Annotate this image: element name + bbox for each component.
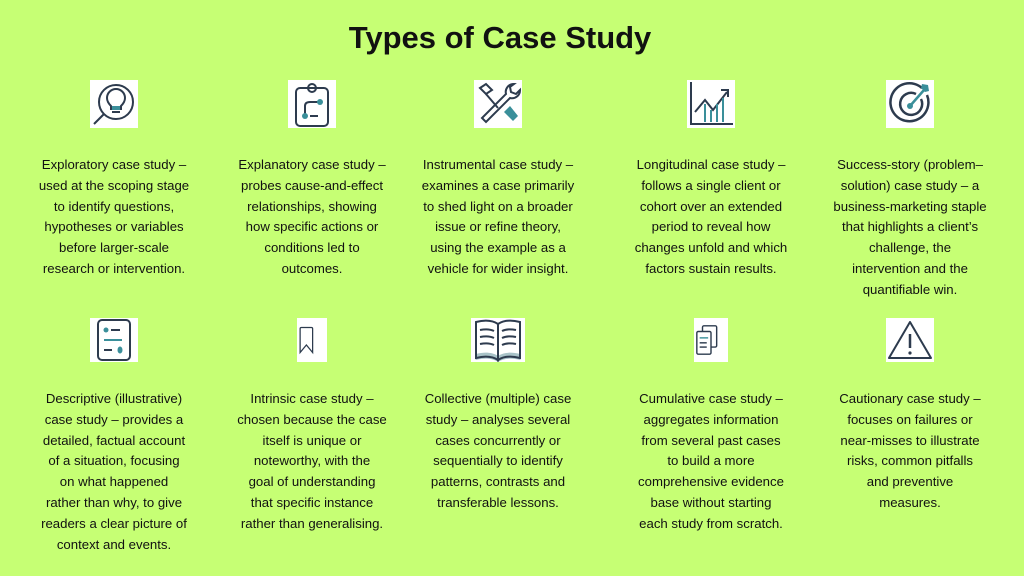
card-description: Success-story (problem– solution) case s…: [833, 157, 987, 297]
card-description: Cautionary case study – focuses on failu…: [839, 391, 981, 510]
card-cautionary: Cautionary case study – focuses on failu…: [810, 318, 1010, 514]
card-description: Exploratory case study – used at the sco…: [38, 157, 190, 276]
checklist-icon: [90, 318, 138, 362]
card-success-story: Success-story (problem– solution) case s…: [810, 80, 1010, 301]
clipboard-flow-icon: [288, 80, 336, 128]
card-intrinsic: Intrinsic case study – chosen because th…: [212, 318, 412, 535]
card-longitudinal: Longitudinal case study – follows a sing…: [611, 80, 811, 280]
card-description: Collective (multiple) case study – analy…: [424, 391, 572, 510]
card-description: Cumulative case study – aggregates infor…: [638, 391, 784, 531]
card-instrumental: Instrumental case study – examines a cas…: [398, 80, 598, 280]
target-icon: [886, 80, 934, 128]
card-description: Intrinsic case study – chosen because th…: [237, 391, 387, 531]
documents-icon: [694, 318, 728, 362]
bookmark-icon: [297, 318, 327, 362]
tools-icon: [474, 80, 522, 128]
card-explanatory: Explanatory case study – probes cause-an…: [212, 80, 412, 280]
warning-icon: [886, 318, 934, 362]
open-book-icon: [471, 318, 525, 362]
card-description: Longitudinal case study – follows a sing…: [634, 157, 788, 276]
card-collective: Collective (multiple) case study – analy…: [398, 318, 598, 514]
card-description: Descriptive (illustrative) case study – …: [41, 391, 187, 552]
card-description: Explanatory case study – probes cause-an…: [238, 157, 386, 276]
card-description: Instrumental case study – examines a cas…: [421, 157, 575, 276]
growth-chart-icon: [687, 80, 735, 128]
lightbulb-icon: [90, 80, 138, 128]
card-descriptive: Descriptive (illustrative) case study – …: [14, 318, 214, 555]
card-exploratory: Exploratory case study – used at the sco…: [14, 80, 214, 280]
card-cumulative: Cumulative case study – aggregates infor…: [611, 318, 811, 535]
page-title: Types of Case Study: [348, 20, 652, 55]
